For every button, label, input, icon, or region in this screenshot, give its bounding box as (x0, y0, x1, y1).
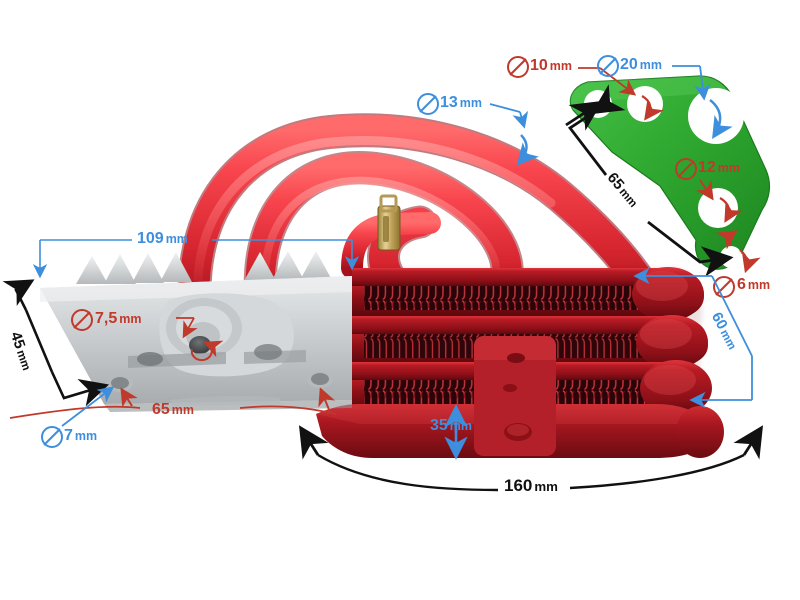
dim-45mm-leader (2, 279, 109, 407)
dim-unit-10mm: mm (549, 59, 572, 73)
dim-60mm-leader (633, 267, 753, 409)
dim-12mm-leader (675, 158, 743, 223)
dim-20mm-leader (597, 55, 733, 140)
dim-160mm-leader (298, 425, 764, 492)
dim-7_5mm-leader (71, 309, 224, 362)
dim-value-20mm: 20 (620, 56, 638, 73)
dim-109mm-leader (32, 239, 360, 279)
dim-unit-109mm: mm (165, 232, 188, 246)
dim-unit-7_5mm: mm (119, 312, 142, 326)
dim-unit-35mm: mm (449, 419, 472, 433)
dim-unit-6mm: mm (747, 278, 771, 292)
dim-value-109mm: 109 (137, 230, 164, 247)
dim-unit-20mm: mm (639, 58, 662, 72)
dim-unit-65mm-bracket: mm (171, 403, 194, 417)
oil-cooler-core (316, 267, 724, 458)
core-mount-tab (474, 336, 556, 456)
dim-value-12mm: 12 (698, 159, 716, 176)
dim-value-10mm: 10 (530, 57, 548, 74)
hose-clamp (377, 194, 401, 251)
dim-65mm-gasket-leader (565, 84, 734, 277)
dim-value-7_5mm: 7,5 (95, 310, 118, 327)
dim-unit-7mm: mm (74, 429, 98, 443)
dim-65mm-bracket-leader (9, 387, 337, 419)
dim-unit-160mm: mm (534, 479, 558, 494)
dim-value-35mm: 35 (430, 417, 448, 434)
dim-6mm-leader (713, 230, 761, 298)
dim-value-13mm: 13 (440, 94, 458, 111)
hose-upper (177, 113, 657, 327)
core-row-1 (352, 267, 704, 321)
bracket-fins (76, 251, 332, 284)
dim-7mm-leader (41, 386, 115, 448)
dim-value-7mm: 7 (64, 427, 73, 444)
dim-10mm-leader (507, 56, 664, 121)
dim-unit-13mm: mm (459, 96, 482, 110)
dim-13mm-leader (417, 93, 539, 166)
dim-unit-12mm: mm (717, 161, 740, 175)
dim-value-6mm: 6 (737, 276, 746, 293)
dim-value-65mm-bracket: 65 (152, 401, 170, 418)
bracket-hole-right (307, 370, 333, 388)
dim-value-160mm: 160 (504, 476, 533, 495)
